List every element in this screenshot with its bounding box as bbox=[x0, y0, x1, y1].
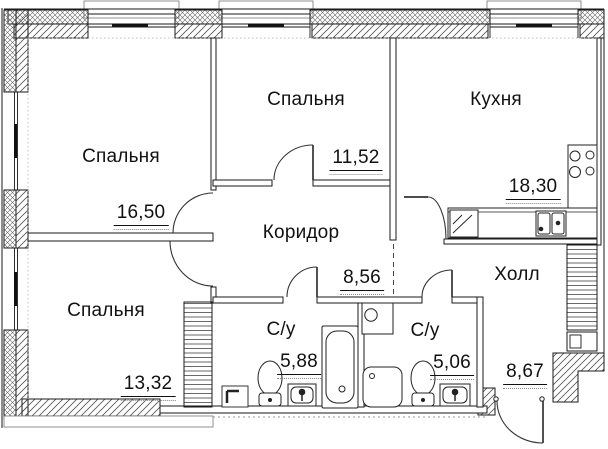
wall-bathroom2-hall bbox=[476, 296, 484, 408]
wall-between-bedrooms bbox=[27, 232, 214, 242]
room-label-hall: Холл bbox=[494, 264, 540, 285]
room-label-bedroom-1: Спальня bbox=[82, 146, 160, 167]
area-label-hall: 8,67 bbox=[503, 361, 547, 389]
corner-unit-icon bbox=[221, 385, 249, 408]
wall-bedrooms-corridor bbox=[210, 37, 217, 191]
door-swing-bathroom-2 bbox=[421, 269, 453, 298]
kitchen-stove-icon bbox=[569, 150, 595, 178]
kitchen-double-sink-icon bbox=[535, 210, 567, 237]
ventilation-shaft-left bbox=[183, 301, 213, 408]
interior-walls bbox=[27, 37, 602, 418]
area-label-bedroom-3: 13,32 bbox=[120, 373, 176, 401]
area-label-bathroom-1: 5,88 bbox=[277, 351, 321, 379]
entrance-door bbox=[493, 396, 545, 444]
washing-machine-icon bbox=[361, 302, 394, 335]
area-label-bathroom-2: 5,06 bbox=[430, 352, 474, 380]
door-swing-bathroom-1 bbox=[286, 266, 318, 298]
toilet-2-icon bbox=[410, 360, 436, 407]
door-swing-bedroom-3 bbox=[169, 240, 214, 287]
window-kitchen bbox=[489, 10, 579, 38]
room-label-bedroom-3: Спальня bbox=[67, 300, 145, 321]
bathtub-icon bbox=[321, 325, 359, 409]
door-swing-kitchen bbox=[404, 196, 447, 240]
wall-bedroom2-corridor-a bbox=[212, 179, 273, 187]
toilet-icon bbox=[257, 360, 283, 407]
windows bbox=[4, 10, 579, 331]
bathroom-fixtures bbox=[221, 302, 471, 409]
area-label-bedroom-2: 11,52 bbox=[329, 147, 383, 175]
shower-tray-icon bbox=[362, 366, 403, 408]
wall-bathrooms-north-a bbox=[212, 296, 284, 304]
ventilation-shaft-right bbox=[566, 244, 598, 331]
refrigerator-icon bbox=[449, 209, 479, 238]
wash-basin-icon bbox=[287, 383, 317, 407]
area-label-kitchen: 18,30 bbox=[505, 176, 561, 204]
area-label-corridor: 8,56 bbox=[340, 267, 384, 295]
area-label-bedroom-1: 16,50 bbox=[113, 202, 169, 230]
room-label-bathroom-2: С/у bbox=[410, 320, 440, 341]
doors bbox=[169, 144, 545, 444]
window-left-lower bbox=[4, 247, 28, 331]
wall-kitchen-corridor bbox=[389, 37, 397, 241]
service-shafts bbox=[183, 244, 598, 408]
window-bedroom-1 bbox=[87, 10, 176, 38]
wash-basin-2-icon bbox=[439, 383, 471, 407]
wall-bathrooms-north-b bbox=[316, 296, 423, 304]
room-label-bathroom-1: С/у bbox=[266, 319, 296, 340]
wall-kitchen-east bbox=[596, 37, 602, 246]
wall-bedroom2-corridor-b bbox=[312, 179, 397, 187]
door-swing-bedroom-2 bbox=[273, 144, 314, 181]
wall-kitchen-hall bbox=[443, 238, 602, 245]
window-left-upper bbox=[4, 91, 28, 191]
room-label-kitchen: Кухня bbox=[470, 89, 522, 110]
window-bedroom-2 bbox=[221, 10, 311, 38]
room-label-bedroom-2: Спальня bbox=[267, 89, 345, 110]
kitchen-fixtures bbox=[447, 144, 598, 239]
room-label-corridor: Коридор bbox=[262, 222, 340, 243]
door-swing-bedroom-1 bbox=[172, 192, 214, 234]
